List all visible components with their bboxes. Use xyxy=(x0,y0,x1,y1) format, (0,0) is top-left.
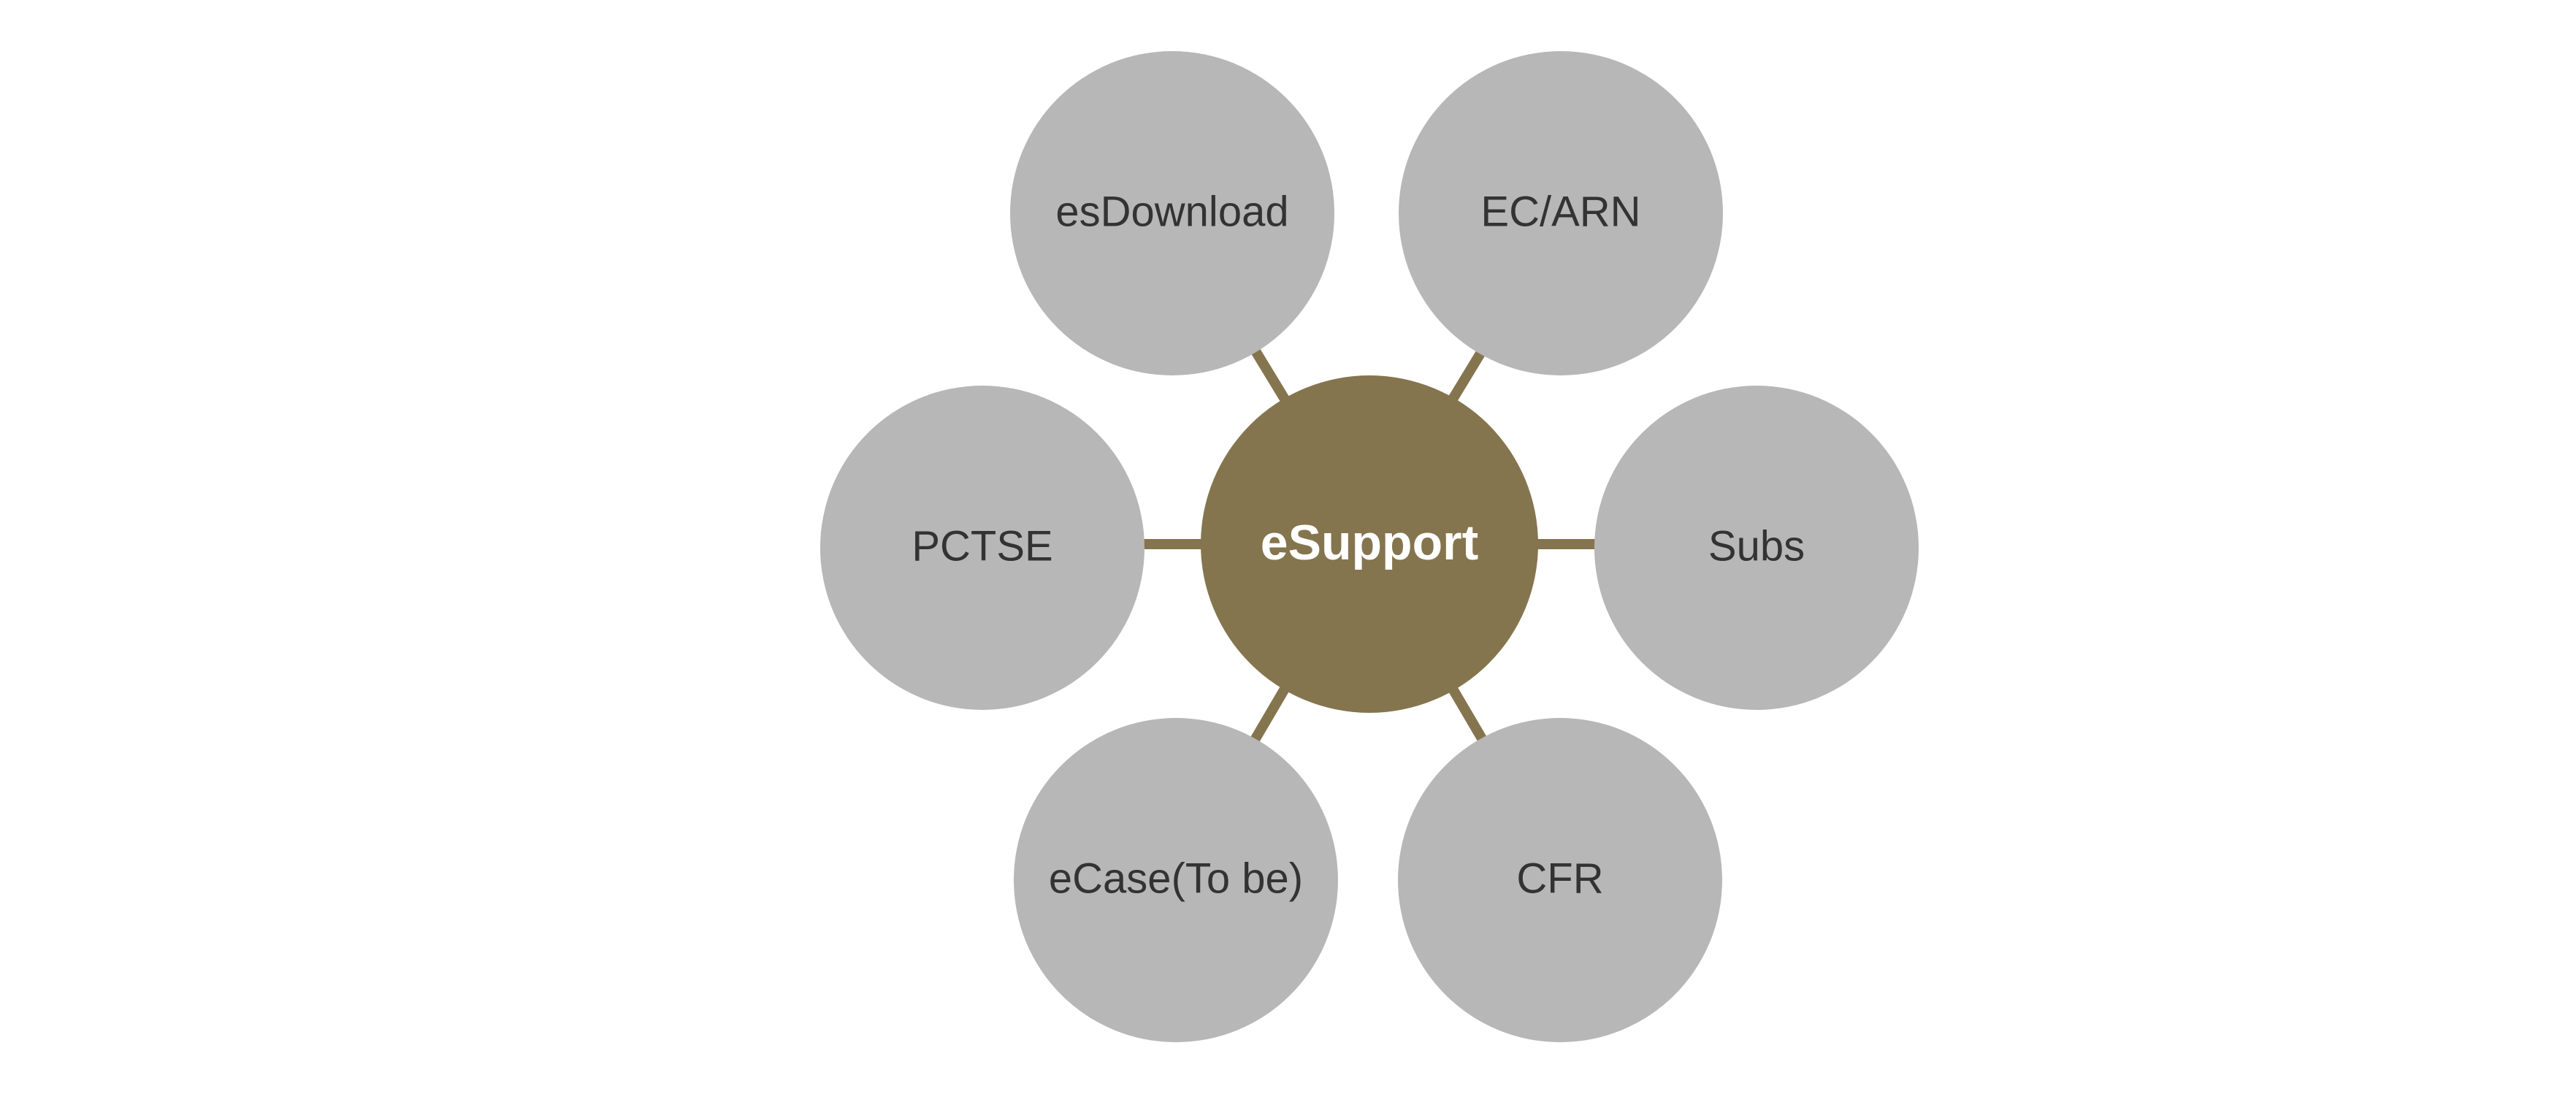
node-ecase: eCase(To be) xyxy=(1014,718,1338,1042)
node-esdownload: esDownload xyxy=(1010,51,1334,375)
node-cfr-label: CFR xyxy=(1516,855,1603,903)
node-pctse-label: PCTSE xyxy=(911,523,1052,570)
node-ecase-label: eCase(To be) xyxy=(1049,855,1303,903)
node-subs-label: Subs xyxy=(1708,523,1805,570)
connectors xyxy=(1144,347,1595,743)
node-ec-arn-label: EC/ARN xyxy=(1480,188,1640,236)
hub-label: eSupport xyxy=(1261,515,1478,570)
node-ecase-circle xyxy=(1014,718,1338,1042)
node-esdownload-circle xyxy=(1010,51,1334,375)
node-esdownload-label: esDownload xyxy=(1055,188,1288,236)
node-pctse: PCTSE xyxy=(820,386,1144,710)
hub-circle xyxy=(1201,375,1538,713)
connector-esdownload xyxy=(1250,347,1292,407)
node-pctse-circle xyxy=(820,386,1144,710)
node-ec-arn-circle xyxy=(1399,51,1723,375)
node-ec-arn: EC/ARN xyxy=(1399,51,1723,375)
node-subs: Subs xyxy=(1594,386,1919,710)
connector-cfr xyxy=(1445,682,1488,743)
hub-node: eSupport xyxy=(1201,375,1538,713)
node-cfr-circle xyxy=(1398,718,1722,1042)
node-cfr: CFR xyxy=(1398,718,1722,1042)
connector-ec-arn xyxy=(1445,347,1487,407)
node-subs-circle xyxy=(1594,386,1919,710)
connector-ecase xyxy=(1250,682,1292,743)
